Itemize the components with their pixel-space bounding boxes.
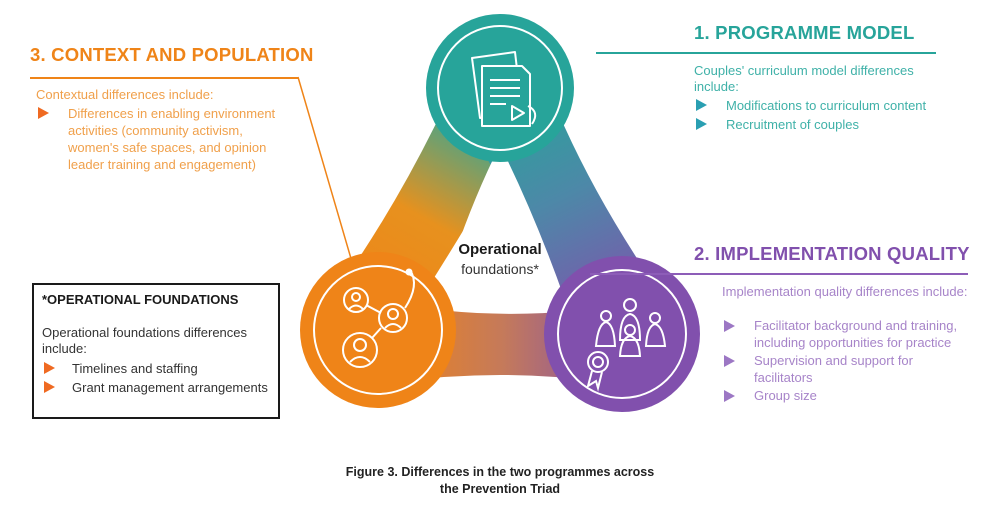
list-item: Recruitment of couples (694, 116, 934, 133)
caption-line-2: the Prevention Triad (439, 482, 561, 496)
caption-line-1: Figure 3. Differences in the two program… (345, 465, 655, 479)
context-divider (30, 77, 298, 79)
group-award-icon (586, 298, 667, 392)
bullet-arrow-icon (44, 362, 55, 374)
list-item: Facilitator background and training, inc… (722, 318, 962, 351)
node-implementation-ring (557, 269, 687, 399)
list-item: Differences in enabling environment acti… (36, 105, 296, 173)
operational-item-text: Timelines and staffing (72, 361, 198, 376)
operational-item-text: Grant management arrangements (72, 380, 268, 395)
implementation-title: 2. IMPLEMENTATION QUALITY (694, 243, 970, 264)
operational-list: Timelines and staffing Grant management … (42, 360, 272, 398)
node-programme-ring (437, 25, 563, 151)
center-triangle (440, 145, 565, 300)
bullet-arrow-icon (724, 390, 735, 402)
center-label: foundations* (461, 261, 539, 277)
bullet-arrow-icon (724, 355, 735, 367)
bullet-arrow-icon (724, 320, 735, 332)
implementation-list: Facilitator background and training, inc… (722, 318, 962, 407)
center-label-bold: Operational (458, 241, 542, 258)
people-network-icon (342, 268, 415, 368)
implementation-intro: Implementation quality differences inclu… (722, 284, 968, 299)
context-intro: Contextual differences include: (36, 87, 214, 102)
figure-caption: Figure 3. Differences in the two program… (300, 464, 700, 498)
programme-title: 1. PROGRAMME MODEL (694, 22, 915, 43)
implementation-item-text: Supervision and support for facilitators (754, 353, 913, 385)
operational-foundations-box (32, 283, 280, 419)
list-item: Modifications to curriculum content (694, 97, 934, 114)
programme-intro: Couples' curriculum model differences in… (694, 63, 914, 94)
operational-intro: Operational foundations differences incl… (42, 325, 248, 356)
list-item: Supervision and support for facilitators (722, 353, 962, 386)
programme-list: Modifications to curriculum content Recr… (694, 97, 934, 135)
context-leader-line (297, 76, 353, 263)
bullet-arrow-icon (38, 107, 49, 119)
programme-item-text: Recruitment of couples (726, 117, 859, 132)
implementation-divider (590, 273, 968, 275)
list-item: Grant management arrangements (42, 379, 272, 396)
bullet-arrow-icon (696, 99, 707, 111)
programme-divider (596, 52, 936, 54)
list-item: Timelines and staffing (42, 360, 272, 377)
programme-item-text: Modifications to curriculum content (726, 98, 927, 113)
context-title: 3. CONTEXT AND POPULATION (30, 44, 314, 65)
context-item-text: Differences in enabling environment acti… (68, 106, 276, 172)
document-video-icon (471, 51, 537, 127)
implementation-item-text: Group size (754, 388, 817, 403)
node-implementation-quality (544, 256, 700, 412)
implementation-item-text: Facilitator background and training, inc… (754, 318, 958, 350)
bullet-arrow-icon (696, 118, 707, 130)
node-context-ring (313, 265, 443, 395)
operational-title: *OPERATIONAL FOUNDATIONS (42, 292, 239, 307)
context-list: Differences in enabling environment acti… (36, 105, 296, 175)
list-item: Group size (722, 388, 962, 405)
bullet-arrow-icon (44, 381, 55, 393)
